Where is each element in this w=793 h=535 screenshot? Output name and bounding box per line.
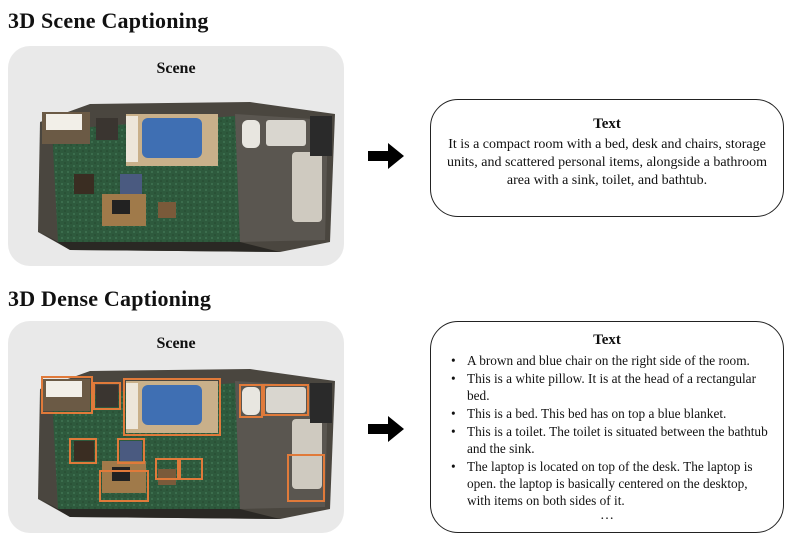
dense-captioning-title: 3D Dense Captioning [8,286,212,311]
sink-shape [266,387,306,413]
scene-caption-title: Text [593,116,621,132]
list-item: The laptop is located on top of the desk… [441,458,773,509]
scene-caption-box: Text It is a compact room with a bed, de… [430,99,784,217]
list-item: This is a white pillow. It is at the hea… [441,370,773,404]
laptop-shape [112,200,130,214]
bbox-toilet [239,384,263,418]
dense-caption-box: Text A brown and blue chair on the right… [430,321,784,533]
nightstand-shape [96,385,118,407]
scene-panel-captioning: Scene [8,46,344,266]
right-arrow-icon [368,416,404,442]
bbox-bathtub [287,454,325,502]
blanket-shape [142,118,202,158]
chair-blue-shape [120,441,142,461]
bbox-item-2 [179,458,203,480]
bbox-nightstand [93,382,121,410]
blanket-shape [142,385,202,425]
item-shape [158,202,176,218]
bathroom-wall-dark [310,383,332,423]
right-arrow-icon [368,143,404,169]
bbox-chair-blue [117,438,145,464]
bbox-chair [69,438,97,464]
dense-caption-list: A brown and blue chair on the right side… [441,352,773,509]
scene-panel-dense: Scene [8,321,344,533]
pillow-shape [126,116,138,162]
chair-shape [74,174,94,194]
room-base [40,232,280,252]
list-item: This is a bed. This bed has on top a blu… [441,405,773,422]
pillow-shape [126,383,138,429]
bbox-wardrobe [41,376,93,414]
ellipsis: … [600,508,614,523]
laptop-shape [112,467,130,481]
chair-shape [74,441,94,461]
item-shape [158,469,176,485]
list-item: A brown and blue chair on the right side… [441,352,773,369]
bbox-bed [123,378,221,436]
chair-blue-shape [120,174,142,194]
room-base [40,499,280,519]
room-scan-image-boxes [38,369,335,519]
list-item: This is a toilet. The toilet is situated… [441,423,773,457]
scene-captioning-title: 3D Scene Captioning [8,8,209,33]
nightstand-shape [96,118,118,140]
bathtub-shape [292,152,322,222]
bathroom-wall-dark [310,116,332,156]
shelf-shape [46,114,82,130]
scene-caption-text: It is a compact room with a bed, desk an… [447,137,767,188]
bbox-sink [263,384,309,416]
scene-label: Scene [156,60,196,77]
toilet-shape [242,120,260,148]
shelf-shape [46,381,82,397]
bbox-item-1 [155,458,179,480]
scene-label-dense: Scene [156,335,196,352]
sink-shape [266,120,306,146]
room-scan-image [38,102,335,252]
bbox-desk [99,470,149,502]
toilet-shape [242,387,260,415]
dense-caption-title: Text [593,332,621,348]
